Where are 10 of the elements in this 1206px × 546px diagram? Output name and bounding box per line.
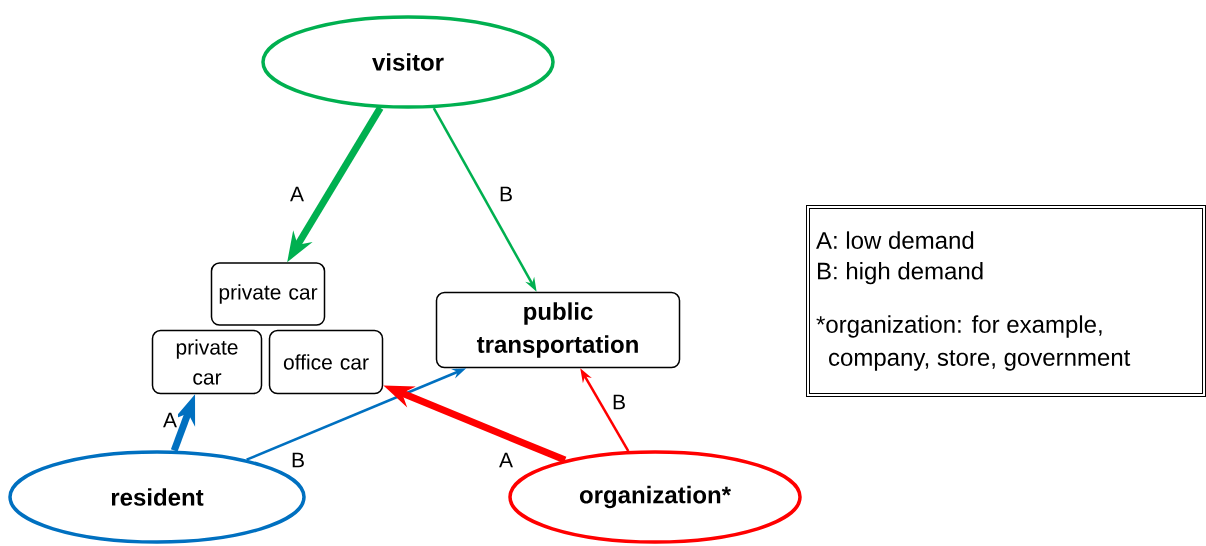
edge-label: A — [289, 185, 305, 203]
edge-label: B — [611, 393, 627, 411]
edge-label: B — [290, 451, 306, 469]
note-box: A: low demand B: high demand *organization: for example, company, store, government — [806, 205, 1206, 397]
edge-label: A — [162, 411, 178, 429]
vehicle-box: private car — [210, 262, 326, 326]
edge-label: B — [498, 185, 514, 203]
process-box: public transportation — [435, 291, 681, 369]
vehicle-box: private car — [151, 329, 263, 395]
vehicle-box: office car — [268, 329, 384, 395]
